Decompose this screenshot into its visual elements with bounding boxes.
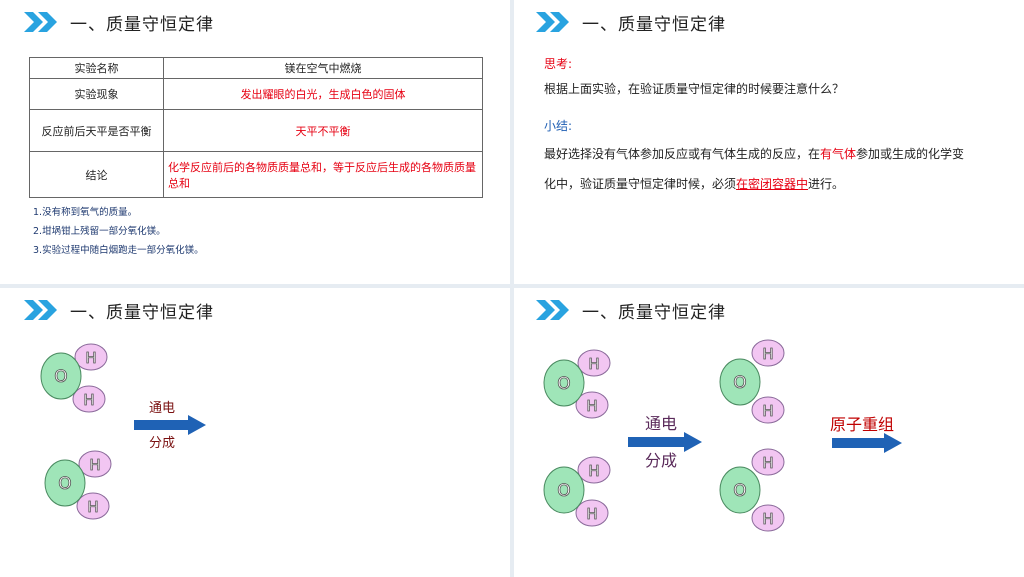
oxygen-atom xyxy=(543,466,585,514)
summary-label: 小结: xyxy=(544,119,573,133)
oxygen-atom xyxy=(719,466,761,514)
hydrogen-label: H xyxy=(588,462,599,480)
hydrogen-atom xyxy=(577,456,611,484)
oxygen-label: O xyxy=(557,481,570,501)
slide-title: 一、质量守恒定律 xyxy=(582,15,726,35)
table-cell: 化学反应前后的各物质质量总和，等于反应后生成的各物质质量总和 xyxy=(163,151,483,198)
slide-4[interactable]: 一、质量守恒定律 O H H O H H 通电 分成 O H xyxy=(514,288,1024,577)
arrow-right-icon xyxy=(832,433,902,453)
separated-atoms: O H H xyxy=(719,448,785,532)
list-item: 3.实验过程中随白烟跑走一部分氧化镁。 xyxy=(33,245,204,256)
hydrogen-label: H xyxy=(762,510,773,528)
hydrogen-atom xyxy=(751,504,785,532)
arrow-label-top: 通电 xyxy=(149,401,175,416)
summary-line-2: 化中，验证质量守恒定律时候，必须在密闭容器中进行。 xyxy=(544,175,844,192)
table-cell: 实验现象 xyxy=(29,78,164,110)
separated-atoms: O H H xyxy=(719,339,785,424)
water-molecules-diagram: O H H O H H 通电 分成 O H H O xyxy=(543,339,902,532)
hydrogen-atom xyxy=(575,499,609,527)
arrow-right-icon xyxy=(134,415,206,435)
notes-list: 1.没有称到氧气的质量。 2.坩埚钳上残留一部分氧化镁。 3.实验过程中随白烟跑… xyxy=(33,203,204,260)
table-header-cell: 实验名称 xyxy=(29,57,164,79)
oxygen-label: O xyxy=(557,374,570,394)
arrow-right-icon xyxy=(628,432,702,452)
hydrogen-atom xyxy=(72,385,106,413)
chevron-double-right-icon xyxy=(536,12,569,32)
arrow-label-bottom: 分成 xyxy=(645,451,677,470)
question-text: 根据上面实验，在验证质量守恒定律的时候要注意什么？ xyxy=(544,82,845,96)
oxygen-atom xyxy=(719,358,761,406)
slide-title: 一、质量守恒定律 xyxy=(70,303,214,323)
table-cell: 反应前后天平是否平衡 xyxy=(29,109,164,152)
table-header-cell: 镁在空气中燃烧 xyxy=(163,57,483,79)
underlined-text: 在密闭容器中 xyxy=(736,177,809,191)
hydrogen-atom xyxy=(74,343,108,371)
list-item: 2.坩埚钳上残留一部分氧化镁。 xyxy=(33,226,166,237)
hydrogen-label: H xyxy=(586,505,597,523)
water-molecule: O H H xyxy=(543,349,611,419)
oxygen-label: O xyxy=(58,474,71,494)
water-molecule: O H H xyxy=(543,456,611,527)
slide-3[interactable]: 一、质量守恒定律 O H H O H H 通电 分成 xyxy=(0,288,510,577)
hydrogen-atom xyxy=(575,391,609,419)
table-cell: 天平不平衡 xyxy=(163,109,483,152)
arrow-label-top: 通电 xyxy=(645,414,677,433)
water-molecules-diagram: O H H O H H 通电 分成 xyxy=(40,343,206,520)
text-run: 进行。 xyxy=(808,177,845,191)
hydrogen-label: H xyxy=(87,498,98,516)
hydrogen-label: H xyxy=(586,397,597,415)
arrow-label-top: 原子重组 xyxy=(830,415,894,434)
hydrogen-atom xyxy=(751,396,785,424)
table-cell: 发出耀眼的白光，生成白色的固体 xyxy=(163,78,483,110)
hydrogen-label: H xyxy=(762,454,773,472)
slide-2[interactable]: 一、质量守恒定律 思考: 根据上面实验，在验证质量守恒定律的时候要注意什么？ 小… xyxy=(514,0,1024,284)
text-run: 参加或生成的化学变 xyxy=(856,147,965,161)
hydrogen-label: H xyxy=(588,355,599,373)
oxygen-atom xyxy=(40,352,82,400)
hydrogen-label: H xyxy=(83,391,94,409)
oxygen-atom xyxy=(44,459,86,507)
hydrogen-label: H xyxy=(762,345,773,363)
slide-1[interactable]: 一、质量守恒定律 实验名称 镁在空气中燃烧 实验现象 发出耀眼的白光，生成白色的… xyxy=(0,0,510,284)
hydrogen-atom xyxy=(577,349,611,377)
highlight-text: 有气体 xyxy=(820,147,857,161)
hydrogen-atom xyxy=(751,448,785,476)
oxygen-label: O xyxy=(54,367,67,387)
hydrogen-atom xyxy=(76,492,110,520)
oxygen-label: O xyxy=(733,373,746,393)
hydrogen-atom xyxy=(751,339,785,367)
table-cell: 结论 xyxy=(29,151,164,198)
summary-line-1: 最好选择没有气体参加反应或有气体生成的反应，在有气体参加或生成的化学变 xyxy=(544,145,964,162)
list-item: 1.没有称到氧气的质量。 xyxy=(33,207,138,218)
text-run: 最好选择没有气体参加反应或有气体生成的反应，在 xyxy=(544,147,821,161)
arrow-label-bottom: 分成 xyxy=(149,436,175,451)
hydrogen-label: H xyxy=(762,402,773,420)
chevron-double-right-icon xyxy=(24,12,57,32)
think-label: 思考: xyxy=(544,57,573,71)
chevron-double-right-icon xyxy=(24,300,57,320)
text-run: 化中，验证质量守恒定律时候，必须 xyxy=(544,177,737,191)
oxygen-label: O xyxy=(733,481,746,501)
slide-title: 一、质量守恒定律 xyxy=(70,15,214,35)
experiment-table: 实验名称 镁在空气中燃烧 实验现象 发出耀眼的白光，生成白色的固体 反应前后天平… xyxy=(29,57,483,198)
hydrogen-label: H xyxy=(89,456,100,474)
hydrogen-atom xyxy=(78,450,112,478)
water-molecule: O H H xyxy=(44,450,112,520)
oxygen-atom xyxy=(543,359,585,407)
chevron-double-right-icon xyxy=(536,300,569,320)
water-molecule: O H H xyxy=(40,343,108,413)
slide-title: 一、质量守恒定律 xyxy=(582,303,726,323)
hydrogen-label: H xyxy=(85,349,96,367)
